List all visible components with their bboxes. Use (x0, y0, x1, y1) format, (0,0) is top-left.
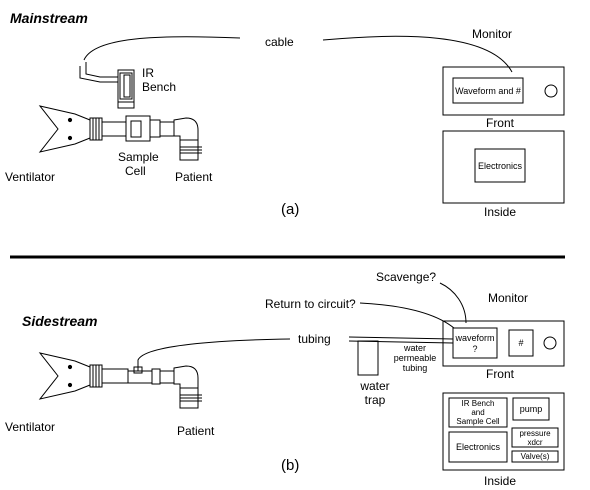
ir-bench-label-1: IR (142, 66, 154, 80)
scavenge-line (439, 282, 467, 324)
tubing-line (137, 338, 291, 371)
water-trap (357, 340, 379, 376)
ir-bench-label-2: Bench (142, 80, 177, 94)
ventilator-y-piece (38, 105, 202, 161)
sample-cell-label-1: Sample (118, 150, 159, 164)
caption-b: (b) (281, 457, 300, 474)
monitor-label-top: Monitor (472, 27, 513, 41)
top-monitor-inside (442, 130, 565, 204)
bottom-monitor-inside (442, 392, 565, 471)
bottom-monitor-front (442, 320, 565, 367)
ventilator-label-bottom: Ventilator (5, 420, 56, 434)
inside-label-top: Inside (483, 205, 517, 219)
waveform-display: Waveform and # (455, 86, 521, 96)
patient-label-bottom: Patient (177, 424, 215, 438)
ir-bench-sensor (79, 62, 135, 109)
front-label-top: Front (485, 116, 514, 130)
water-trap-label-1: water (360, 379, 390, 393)
electronics-label-top: Electronics (477, 161, 522, 171)
water-permeable-label-2: permeable (393, 353, 437, 363)
front-label-bottom: Front (485, 367, 514, 381)
water-permeable-label-1: water (403, 343, 426, 353)
waveform-label-bottom-1: waveform (455, 333, 495, 343)
ir-bench-sample-label-2: and (471, 408, 485, 417)
pressure-label-2: xdcr (527, 438, 543, 447)
ir-bench-sample-label-3: Sample Cell (456, 417, 500, 426)
water-trap-label-2: trap (364, 393, 386, 407)
water-permeable-label-3: tubing (402, 363, 428, 373)
return-line (359, 302, 455, 329)
pump-label: pump (519, 404, 543, 414)
ventilator-label-top: Ventilator (5, 170, 56, 184)
sidestream-title: Sidestream (22, 313, 98, 329)
sample-cell-label-2: Cell (125, 164, 146, 178)
caption-a: (a) (281, 201, 300, 218)
valve-label: Valve(s) (520, 452, 550, 461)
electronics-label-bottom: Electronics (455, 442, 500, 452)
cable-label: cable (265, 35, 294, 49)
tubing-line-right (348, 336, 454, 340)
inside-label-bottom: Inside (483, 474, 517, 488)
tubing-label: tubing (298, 332, 331, 346)
mainstream-title: Mainstream (10, 10, 88, 26)
patient-label-top: Patient (175, 170, 213, 184)
pressure-label-1: pressure (519, 429, 551, 438)
waveform-label-bottom-2: ? (472, 344, 478, 354)
return-label: Return to circuit? (265, 297, 356, 311)
ventilator-y-piece-bottom (38, 352, 202, 409)
top-monitor-front (442, 66, 565, 116)
ir-bench-sample-label-1: IR Bench (461, 399, 495, 408)
scavenge-label: Scavenge? (376, 270, 437, 284)
cable-line-right (322, 35, 513, 73)
monitor-label-bottom: Monitor (488, 291, 529, 305)
hash-display: # (518, 338, 524, 348)
cable-line (83, 36, 241, 61)
